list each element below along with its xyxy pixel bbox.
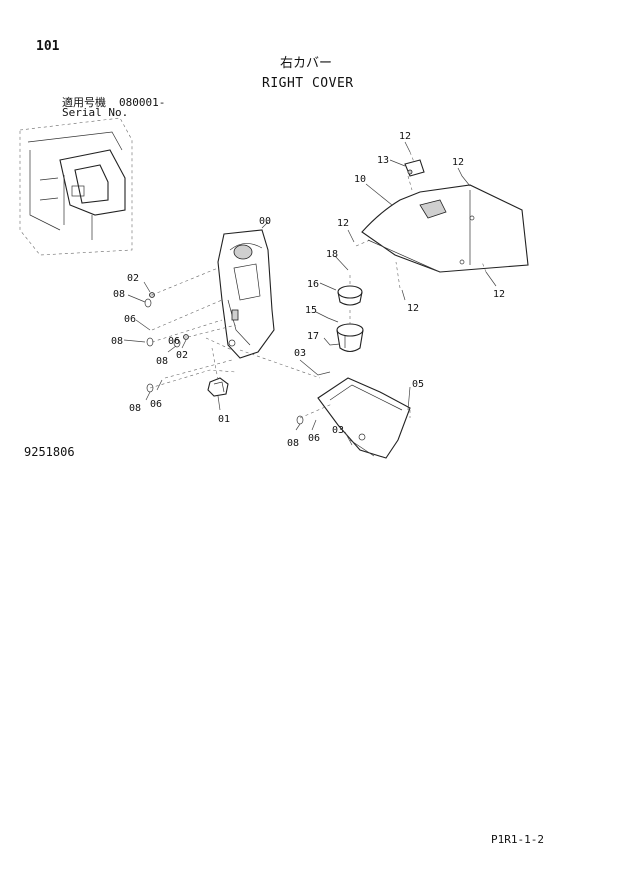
callout-12: 12 — [452, 157, 464, 168]
page-number: 101 — [36, 39, 60, 54]
callout-06: 06 — [124, 314, 136, 325]
part-01-block — [207, 377, 229, 397]
part-10-side-panel — [361, 184, 529, 273]
callout-00: 00 — [259, 216, 271, 227]
callout-06: 06 — [308, 433, 320, 444]
fasteners — [144, 169, 413, 425]
callout-13: 13 — [377, 155, 389, 166]
callout-03: 03 — [294, 348, 306, 359]
callout-labels: 00 01 02 02 03 03 05 06 06 06 06 08 08 0… — [111, 131, 505, 449]
part-00-column-cover — [217, 229, 275, 359]
part-05-lower-cover — [317, 377, 411, 459]
callout-12: 12 — [337, 218, 349, 229]
callout-18: 18 — [326, 249, 338, 260]
callout-08: 08 — [129, 403, 141, 414]
callout-10: 10 — [354, 174, 366, 185]
callout-12: 12 — [407, 303, 419, 314]
sheet-code: P1R1-1-2 — [491, 833, 544, 846]
callout-02: 02 — [127, 273, 139, 284]
callout-01: 01 — [218, 414, 230, 425]
part-13-clip — [404, 159, 425, 177]
callout-08: 08 — [113, 289, 125, 300]
serial-label: Serial No. — [62, 106, 129, 119]
callout-06: 06 — [150, 399, 162, 410]
callout-05: 05 — [412, 379, 424, 390]
part-17-cup-holder — [336, 323, 364, 353]
part-16-cup-ring — [337, 285, 363, 306]
page-title: RIGHT COVER — [262, 76, 354, 91]
callout-06: 06 — [168, 336, 180, 347]
machine-cab-thumbnail — [19, 117, 133, 256]
callout-02: 02 — [176, 350, 188, 361]
serial-number-value: 080001- — [119, 96, 166, 109]
callout-08: 08 — [111, 336, 123, 347]
serial-label-japanese: 適用号機 — [62, 96, 106, 109]
drawing-number: 9251806 — [24, 445, 75, 459]
leader-lines — [123, 141, 497, 446]
title-japanese: 右カバー — [280, 56, 333, 71]
callout-16: 16 — [307, 279, 319, 290]
callout-03: 03 — [332, 425, 344, 436]
callout-12: 12 — [399, 131, 411, 142]
callout-15: 15 — [305, 305, 317, 316]
callout-17: 17 — [307, 331, 319, 342]
callout-12: 12 — [493, 289, 505, 300]
callout-08: 08 — [156, 356, 168, 367]
callout-08: 08 — [287, 438, 299, 449]
